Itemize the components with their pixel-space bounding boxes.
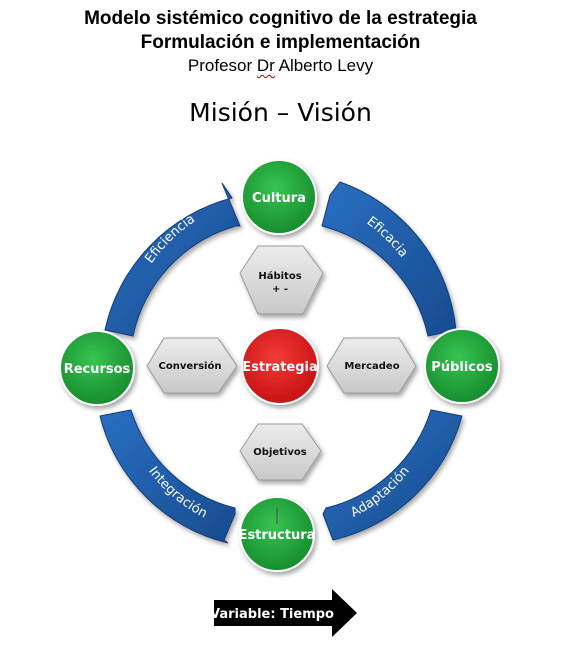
- diagram-title: Modelo sistémico cognitivo de la estrate…: [84, 8, 477, 29]
- author-name: Alberto Levy: [274, 56, 374, 75]
- node-cultura: [241, 159, 317, 235]
- node-estrategia: [241, 327, 319, 405]
- arc-integracion: [99, 409, 236, 544]
- node-estrategia-label: Estrategia: [242, 360, 318, 375]
- node-recursos: [59, 330, 135, 406]
- hex-conversion-label: Conversión: [159, 360, 222, 372]
- author-title: Dr: [256, 56, 275, 75]
- author-line: Profesor Dr Alberto Levy: [0, 56, 561, 76]
- hex-habitos-sign: + -: [272, 284, 288, 295]
- node-recursos-label: Recursos: [64, 362, 131, 377]
- hex-habitos-label: Hábitos: [258, 270, 301, 282]
- node-publicos-label: Públicos: [431, 360, 493, 375]
- hex-habitos: [239, 245, 324, 315]
- arc-eficiencia: [104, 182, 241, 337]
- node-estructura-label: Estructura: [239, 528, 316, 543]
- node-estructura: [239, 496, 315, 572]
- author-prefix: Profesor: [187, 56, 257, 75]
- node-publicos: [424, 328, 500, 404]
- hex-objetivos: [239, 423, 322, 481]
- hex-mercadeo: [326, 337, 417, 394]
- diagram-subtitle: Formulación e implementación: [140, 32, 421, 53]
- mision-vision-label: Misión – Visión: [189, 98, 372, 127]
- time-arrow: [214, 589, 357, 637]
- node-cultura-label: Cultura: [252, 191, 306, 206]
- hex-conversion: [146, 337, 238, 394]
- hex-mercadeo-label: Mercadeo: [344, 361, 399, 372]
- hex-objetivos-label: Objetivos: [253, 447, 306, 458]
- arc-adaptacion: [322, 409, 463, 541]
- time-arrow-label: Variable: Tiempo: [210, 607, 334, 622]
- arc-eficacia: [321, 181, 457, 337]
